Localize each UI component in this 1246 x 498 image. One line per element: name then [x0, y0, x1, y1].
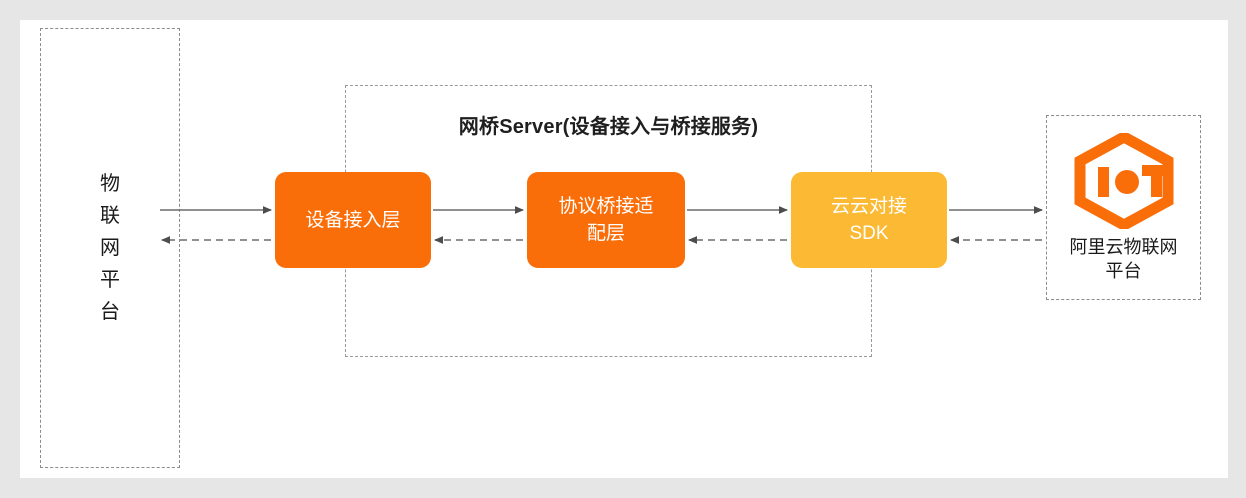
node-cloud-to-cloud-sdk-line-0: 云云对接 — [830, 196, 907, 217]
node-protocol-bridge-adapter-layer-label: 协议桥接适 配层 — [558, 193, 653, 247]
bridge-server-title: 网桥Server(设备接入与桥接服务) — [458, 116, 759, 138]
iot-hexagon-icon — [1074, 132, 1173, 229]
iot-platform-label-char-2: 网 — [100, 237, 120, 259]
node-cloud-to-cloud-sdk[interactable]: 云云对接 SDK — [791, 172, 947, 268]
node-protocol-bridge-adapter-layer-line-0: 协议桥接适 — [558, 196, 654, 217]
iot-platform-label-char-1: 联 — [100, 205, 120, 227]
node-device-access-layer-label: 设备接入层 — [305, 207, 400, 234]
node-cloud-to-cloud-sdk-line-1: SDK — [849, 223, 889, 244]
iot-platform-box: 物 联 网 平 台 — [40, 28, 180, 468]
iot-platform-label-char-4: 台 — [100, 301, 120, 323]
node-protocol-bridge-adapter-layer[interactable]: 协议桥接适 配层 — [527, 172, 685, 268]
iot-platform-label: 物 联 网 平 台 — [41, 29, 179, 467]
aliyun-iot-platform-caption-line-1: 平台 — [1105, 260, 1142, 281]
iot-platform-label-char-3: 平 — [100, 269, 120, 291]
node-device-access-layer[interactable]: 设备接入层 — [275, 172, 431, 268]
node-device-access-layer-line-0: 设备接入层 — [305, 209, 401, 231]
diagram-canvas: 物 联 网 平 台 网桥Server(设备接入与桥接服务) 设备接入层 协议桥接… — [20, 20, 1228, 478]
bridge-server-container: 网桥Server(设备接入与桥接服务) — [345, 85, 872, 357]
aliyun-iot-platform-caption: 阿里云物联网 平台 — [1070, 235, 1178, 283]
iot-platform-label-char-0: 物 — [100, 173, 120, 195]
aliyun-iot-platform-box: 阿里云物联网 平台 — [1046, 115, 1201, 300]
node-protocol-bridge-adapter-layer-line-1: 配层 — [586, 223, 625, 244]
aliyun-iot-platform-caption-line-0: 阿里云物联网 — [1069, 236, 1178, 257]
node-cloud-to-cloud-sdk-label: 云云对接 SDK — [831, 193, 907, 247]
